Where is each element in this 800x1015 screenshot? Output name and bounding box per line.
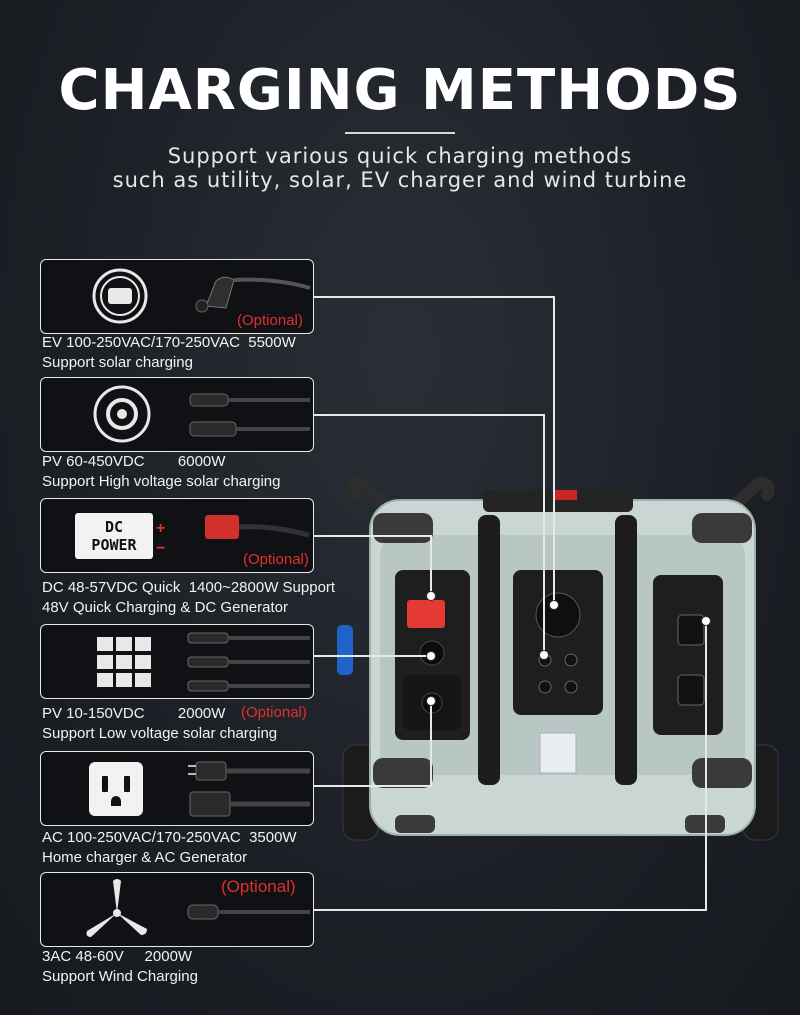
title-divider	[345, 132, 455, 134]
method-description: Support solar charging	[42, 354, 193, 371]
method-spec: EV 100-250VAC/170-250VAC 5500W	[42, 334, 296, 351]
connector-line	[430, 535, 432, 595]
method-spec: PV 10-150VDC 2000W	[42, 705, 226, 722]
connector-dot	[426, 696, 436, 706]
ev-plug-icon	[195, 276, 311, 313]
method-description: 48V Quick Charging & DC Generator	[42, 599, 288, 616]
power-station-device	[337, 476, 779, 841]
optional-label: (Optional)	[243, 551, 309, 568]
connector-dot	[426, 651, 436, 661]
method-spec: AC 100-250VAC/170-250VAC 3500W	[42, 829, 297, 846]
method-spec: 3AC 48-60V 2000W	[42, 948, 193, 965]
page-subtitle: Support various quick charging methods s…	[0, 144, 800, 192]
connector-line	[543, 414, 545, 654]
ac-outlet-icon	[89, 762, 143, 816]
ac-cable-icon	[188, 761, 310, 817]
subtitle-line-1: Support various quick charging methods	[167, 144, 633, 168]
method-description: Home charger & AC Generator	[42, 849, 248, 866]
connector-line	[312, 414, 544, 416]
anderson-plug-icon	[205, 515, 310, 539]
subtitle-line-2: such as utility, solar, EV charger and w…	[112, 168, 688, 192]
connector-dot	[426, 591, 436, 601]
method-spec: PV 60-450VDC 6000W	[42, 453, 226, 470]
page-title: CHARGING METHODS	[58, 58, 742, 123]
connector-dot	[701, 616, 711, 626]
right-port-panel	[653, 575, 723, 735]
connector-line	[312, 655, 432, 657]
center-port-panel	[513, 570, 603, 715]
pv-connector-icon	[93, 385, 151, 443]
wind-cable-icon	[187, 904, 310, 920]
wind-turbine-icon	[86, 879, 147, 937]
connector-line	[312, 785, 430, 787]
solar-panel-icon	[97, 637, 151, 687]
method-spec: DC 48-57VDC Quick 1400~2800W Support	[42, 579, 336, 596]
ev-charger-icon	[92, 268, 148, 324]
method-card-ev: (Optional)	[40, 259, 314, 334]
method-description: Support High voltage solar charging	[42, 473, 281, 490]
connector-line	[312, 296, 554, 298]
method-description: Support Low voltage solar charging	[42, 725, 278, 742]
connector-line	[553, 296, 555, 604]
method-card-pv-low	[40, 624, 314, 699]
optional-label: (Optional)	[241, 704, 307, 721]
connector-line	[430, 700, 432, 787]
optional-label: (Optional)	[237, 312, 303, 329]
connector-line	[312, 535, 430, 537]
connector-line	[312, 909, 706, 911]
method-card-wind: (Optional)	[40, 872, 314, 947]
optional-label: (Optional)	[221, 877, 296, 896]
plus-minus-icon: +−	[156, 520, 166, 557]
method-description: Support Wind Charging	[42, 968, 198, 985]
method-card-pv-high	[40, 377, 314, 452]
top-handle	[483, 490, 633, 512]
connector-dot	[539, 650, 549, 660]
mc4-cable-icon	[189, 393, 310, 437]
connector-line	[705, 620, 707, 911]
mc4-cable-icon	[187, 632, 310, 692]
connector-dot	[549, 600, 559, 610]
method-card-ac	[40, 751, 314, 826]
